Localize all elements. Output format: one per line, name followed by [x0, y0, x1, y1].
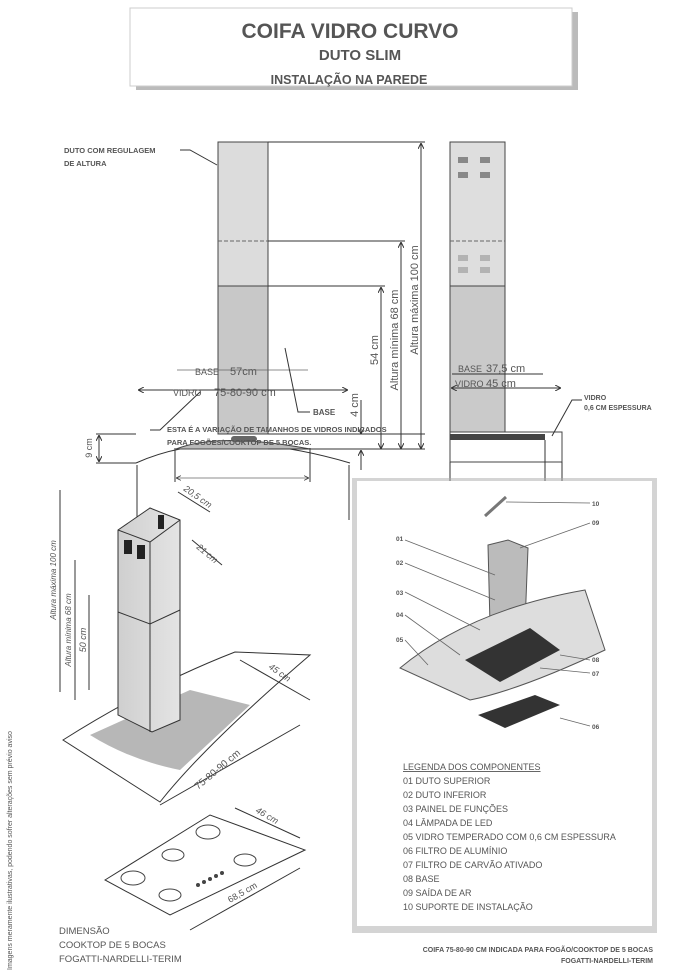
note-line-2: PARA FOGÕES/COOKTOP DE 5 BOCAS.	[167, 438, 311, 447]
dim-min-height: Altura mínima 68 cm	[389, 290, 401, 391]
legend-item: 09 SAÍDA DE AR	[403, 888, 472, 898]
callout-10: 10	[592, 501, 600, 508]
footer-line-2: FOGATTI-NARDELLI-TERIM	[561, 958, 653, 965]
dim-54: 54 cm	[369, 335, 381, 365]
subtitle: DUTO SLIM	[319, 47, 401, 64]
callout-02: 02	[396, 560, 404, 567]
callout-03: 03	[396, 590, 404, 597]
side-base-label: BASE	[458, 364, 482, 374]
callout-04: 04	[396, 612, 404, 619]
disclaimer: Imagens meramente ilustrativas, podendo …	[7, 731, 14, 970]
side-view: VIDRO 0,6 CM ESPESSURA BASE 37,5 cm VIDR…	[449, 141, 652, 510]
duct-label: DUTO COM REGULAGEM	[64, 146, 156, 155]
front-view: Altura máxima 100 cm Altura mínima 68 cm…	[64, 141, 425, 520]
callout-01: 01	[396, 536, 404, 543]
callout-08: 08	[592, 657, 600, 664]
iso-dim-top-width: 21 cm	[194, 541, 220, 565]
callout-06: 06	[592, 724, 600, 731]
dim-9: 9 cm	[84, 438, 94, 458]
isometric-view: Imagens meramente ilustrativas, podendo …	[7, 483, 312, 970]
duct-label-2: DE ALTURA	[64, 159, 107, 168]
callout-09: 09	[592, 520, 600, 527]
section-title: INSTALAÇÃO NA PAREDE	[271, 72, 428, 87]
title-box: COIFA VIDRO CURVO DUTO SLIM	[129, 7, 578, 90]
base-pointer-label: BASE	[313, 408, 336, 417]
base-label: BASE	[195, 367, 219, 377]
caption-line-3: FOGATTI-NARDELLI-TERIM	[59, 954, 182, 965]
side-glass-depth: 45 cm	[486, 378, 516, 390]
legend-item: 04 LÂMPADA DE LED	[403, 818, 493, 828]
iso-dim-min: Altura mínima 68 cm	[64, 593, 73, 668]
side-glass-thickness: 0,6 CM ESPESSURA	[584, 405, 652, 412]
iso-dim-50: 50 cm	[78, 627, 88, 652]
caption-line-2: COOKTOP DE 5 BOCAS	[59, 940, 166, 951]
side-base-depth: 37,5 cm	[486, 363, 525, 375]
legend-item: 05 VIDRO TEMPERADO COM 0,6 CM ESPESSURA	[403, 832, 616, 842]
glass-label: VIDRO	[173, 388, 202, 398]
legend-item: 07 FILTRO DE CARVÃO ATIVADO	[403, 860, 542, 870]
caption-line-1: DIMENSÃO	[59, 926, 110, 937]
legend-item: 10 SUPORTE DE INSTALAÇÃO	[403, 902, 533, 912]
legend-item: 08 BASE	[403, 874, 440, 884]
footer-line-1: COIFA 75-80-90 CM INDICADA PARA FOGÃO/CO…	[423, 945, 654, 954]
glass-width: 75-80-90 cm	[214, 387, 276, 399]
legend-item: 03 PAINEL DE FUNÇÕES	[403, 804, 508, 814]
dim-max-height: Altura máxima 100 cm	[409, 245, 421, 354]
iso-dim-max: Altura máxima 100 cm	[49, 540, 58, 621]
title: COIFA VIDRO CURVO	[241, 20, 458, 43]
callout-05: 05	[396, 637, 404, 644]
legend-item: 01 DUTO SUPERIOR	[403, 776, 491, 786]
side-glass-label: VIDRO	[584, 395, 607, 402]
legend-item: 02 DUTO INFERIOR	[403, 790, 487, 800]
exploded-view-panel: 01 02 03 04 05 06 07 08 09 10 LEGENDA DO…	[352, 478, 657, 965]
note-line-1: ESTA É A VARIAÇÃO DE TAMANHOS DE VIDROS …	[167, 425, 387, 434]
legend-title: LEGENDA DOS COMPONENTES	[403, 762, 541, 772]
callout-07: 07	[592, 671, 600, 678]
side-glass-dim-label: VIDRO	[455, 379, 484, 389]
base-width: 57cm	[230, 366, 257, 378]
legend-item: 06 FILTRO DE ALUMÍNIO	[403, 846, 507, 856]
dim-4: 4 cm	[349, 393, 361, 417]
